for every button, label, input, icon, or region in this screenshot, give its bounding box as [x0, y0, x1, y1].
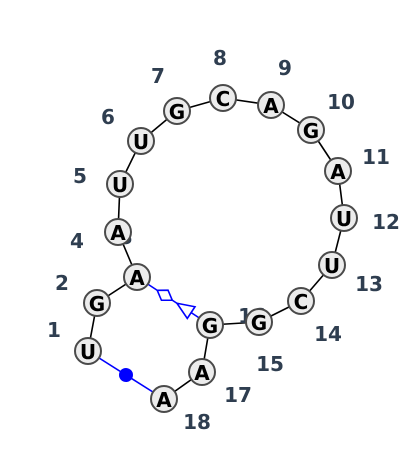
nucleotide-number-label: 11: [362, 145, 390, 169]
nucleotide-circle: [196, 311, 224, 339]
nucleotide-circle: [324, 157, 352, 185]
nucleotide-18: A: [150, 385, 178, 413]
nucleotide-base-label: G: [89, 292, 105, 316]
nucleotide-number-label: 5: [73, 164, 87, 188]
nucleotide-number-label: 15: [256, 352, 284, 376]
nucleotide-base-label: C: [294, 290, 309, 314]
nucleotide-base-label: A: [156, 388, 172, 412]
nucleotide-number-label: 7: [151, 64, 165, 88]
interactions: [87, 276, 211, 400]
nucleotide-circle: [330, 204, 358, 232]
nucleotide-base-label: C: [216, 87, 231, 111]
nucleotide-12: U: [330, 204, 358, 232]
nucleotide-10: G: [297, 116, 325, 144]
nucleotide-circle: [188, 358, 216, 386]
nucleotide-circle: [245, 308, 273, 336]
nucleotide-2: G: [83, 289, 111, 317]
nucleotide-base-label: A: [194, 361, 210, 385]
nucleotide-number-label: 10: [327, 90, 355, 114]
non-canonical-triangle-marker: [175, 302, 197, 320]
nucleotide-circle: [150, 385, 178, 413]
nucleotide-number-label: 9: [278, 56, 292, 80]
nucleotide-14: C: [287, 287, 315, 315]
nucleotide-circle: [106, 170, 134, 198]
nucleotide-number-label: 17: [224, 383, 252, 407]
nucleotide-circle: [287, 287, 315, 315]
nucleotide-number-label: 4: [70, 229, 84, 253]
nucleotide-number-label: 13: [355, 272, 383, 296]
nucleotide-circle: [163, 97, 191, 125]
nucleotide-base-label: U: [133, 130, 149, 154]
nucleotide-base-label: G: [303, 119, 319, 143]
nucleotide-circle: [209, 84, 237, 112]
nucleotide-circle: [123, 263, 151, 291]
nucleotide-4: A: [104, 218, 132, 246]
nucleotide-15: G: [245, 308, 273, 336]
nucleotide-base-label: U: [112, 173, 128, 197]
nucleotide-number-label: 8: [213, 46, 227, 70]
nucleotide-base-label: G: [169, 100, 185, 124]
nucleotide-number-label: 2: [55, 271, 69, 295]
nucleotide-base-label: A: [129, 266, 145, 290]
nucleotide-16: G: [196, 311, 224, 339]
nucleotide-3: A: [123, 263, 151, 291]
nucleotide-13: U: [318, 251, 346, 279]
nucleotide-17: A: [188, 358, 216, 386]
nucleotide-number-label: 12: [372, 210, 400, 234]
nucleotide-base-label: G: [251, 311, 267, 335]
nucleotide-base-label: U: [336, 207, 352, 231]
nucleotide-8: C: [209, 84, 237, 112]
nucleotide-circle: [83, 289, 111, 317]
nucleotide-1: U: [74, 337, 102, 365]
nucleotide-number-label: 1: [47, 318, 61, 342]
nucleotide-circle: [318, 251, 346, 279]
nucleotide-11: A: [324, 157, 352, 185]
non-canonical-diamond-marker: [156, 289, 174, 302]
nucleotide-circle: [297, 116, 325, 144]
nucleotide-6: U: [127, 127, 155, 155]
nucleotide-base-label: U: [324, 254, 340, 278]
nucleotide-number-label: 18: [183, 410, 211, 434]
nucleotide-circle: [257, 91, 285, 119]
nucleotide-base-label: A: [330, 160, 346, 184]
nucleotide-circle: [74, 337, 102, 365]
canonical-pair-marker: [119, 368, 133, 382]
nucleotide-7: G: [163, 97, 191, 125]
nucleotide-5: U: [106, 170, 134, 198]
base-pair-line: [136, 276, 211, 326]
nucleotide-base-label: A: [263, 94, 279, 118]
nucleotide-number-label: 14: [314, 322, 342, 346]
nucleotide-base-label: A: [110, 221, 126, 245]
nucleotide-9: A: [257, 91, 285, 119]
nucleotide-circle: [104, 218, 132, 246]
nucleotide-circle: [127, 127, 155, 155]
nucleotide-number-label: 6: [101, 105, 115, 129]
nucleotide-base-label: G: [202, 314, 218, 338]
nucleotide-base-label: U: [80, 340, 96, 364]
